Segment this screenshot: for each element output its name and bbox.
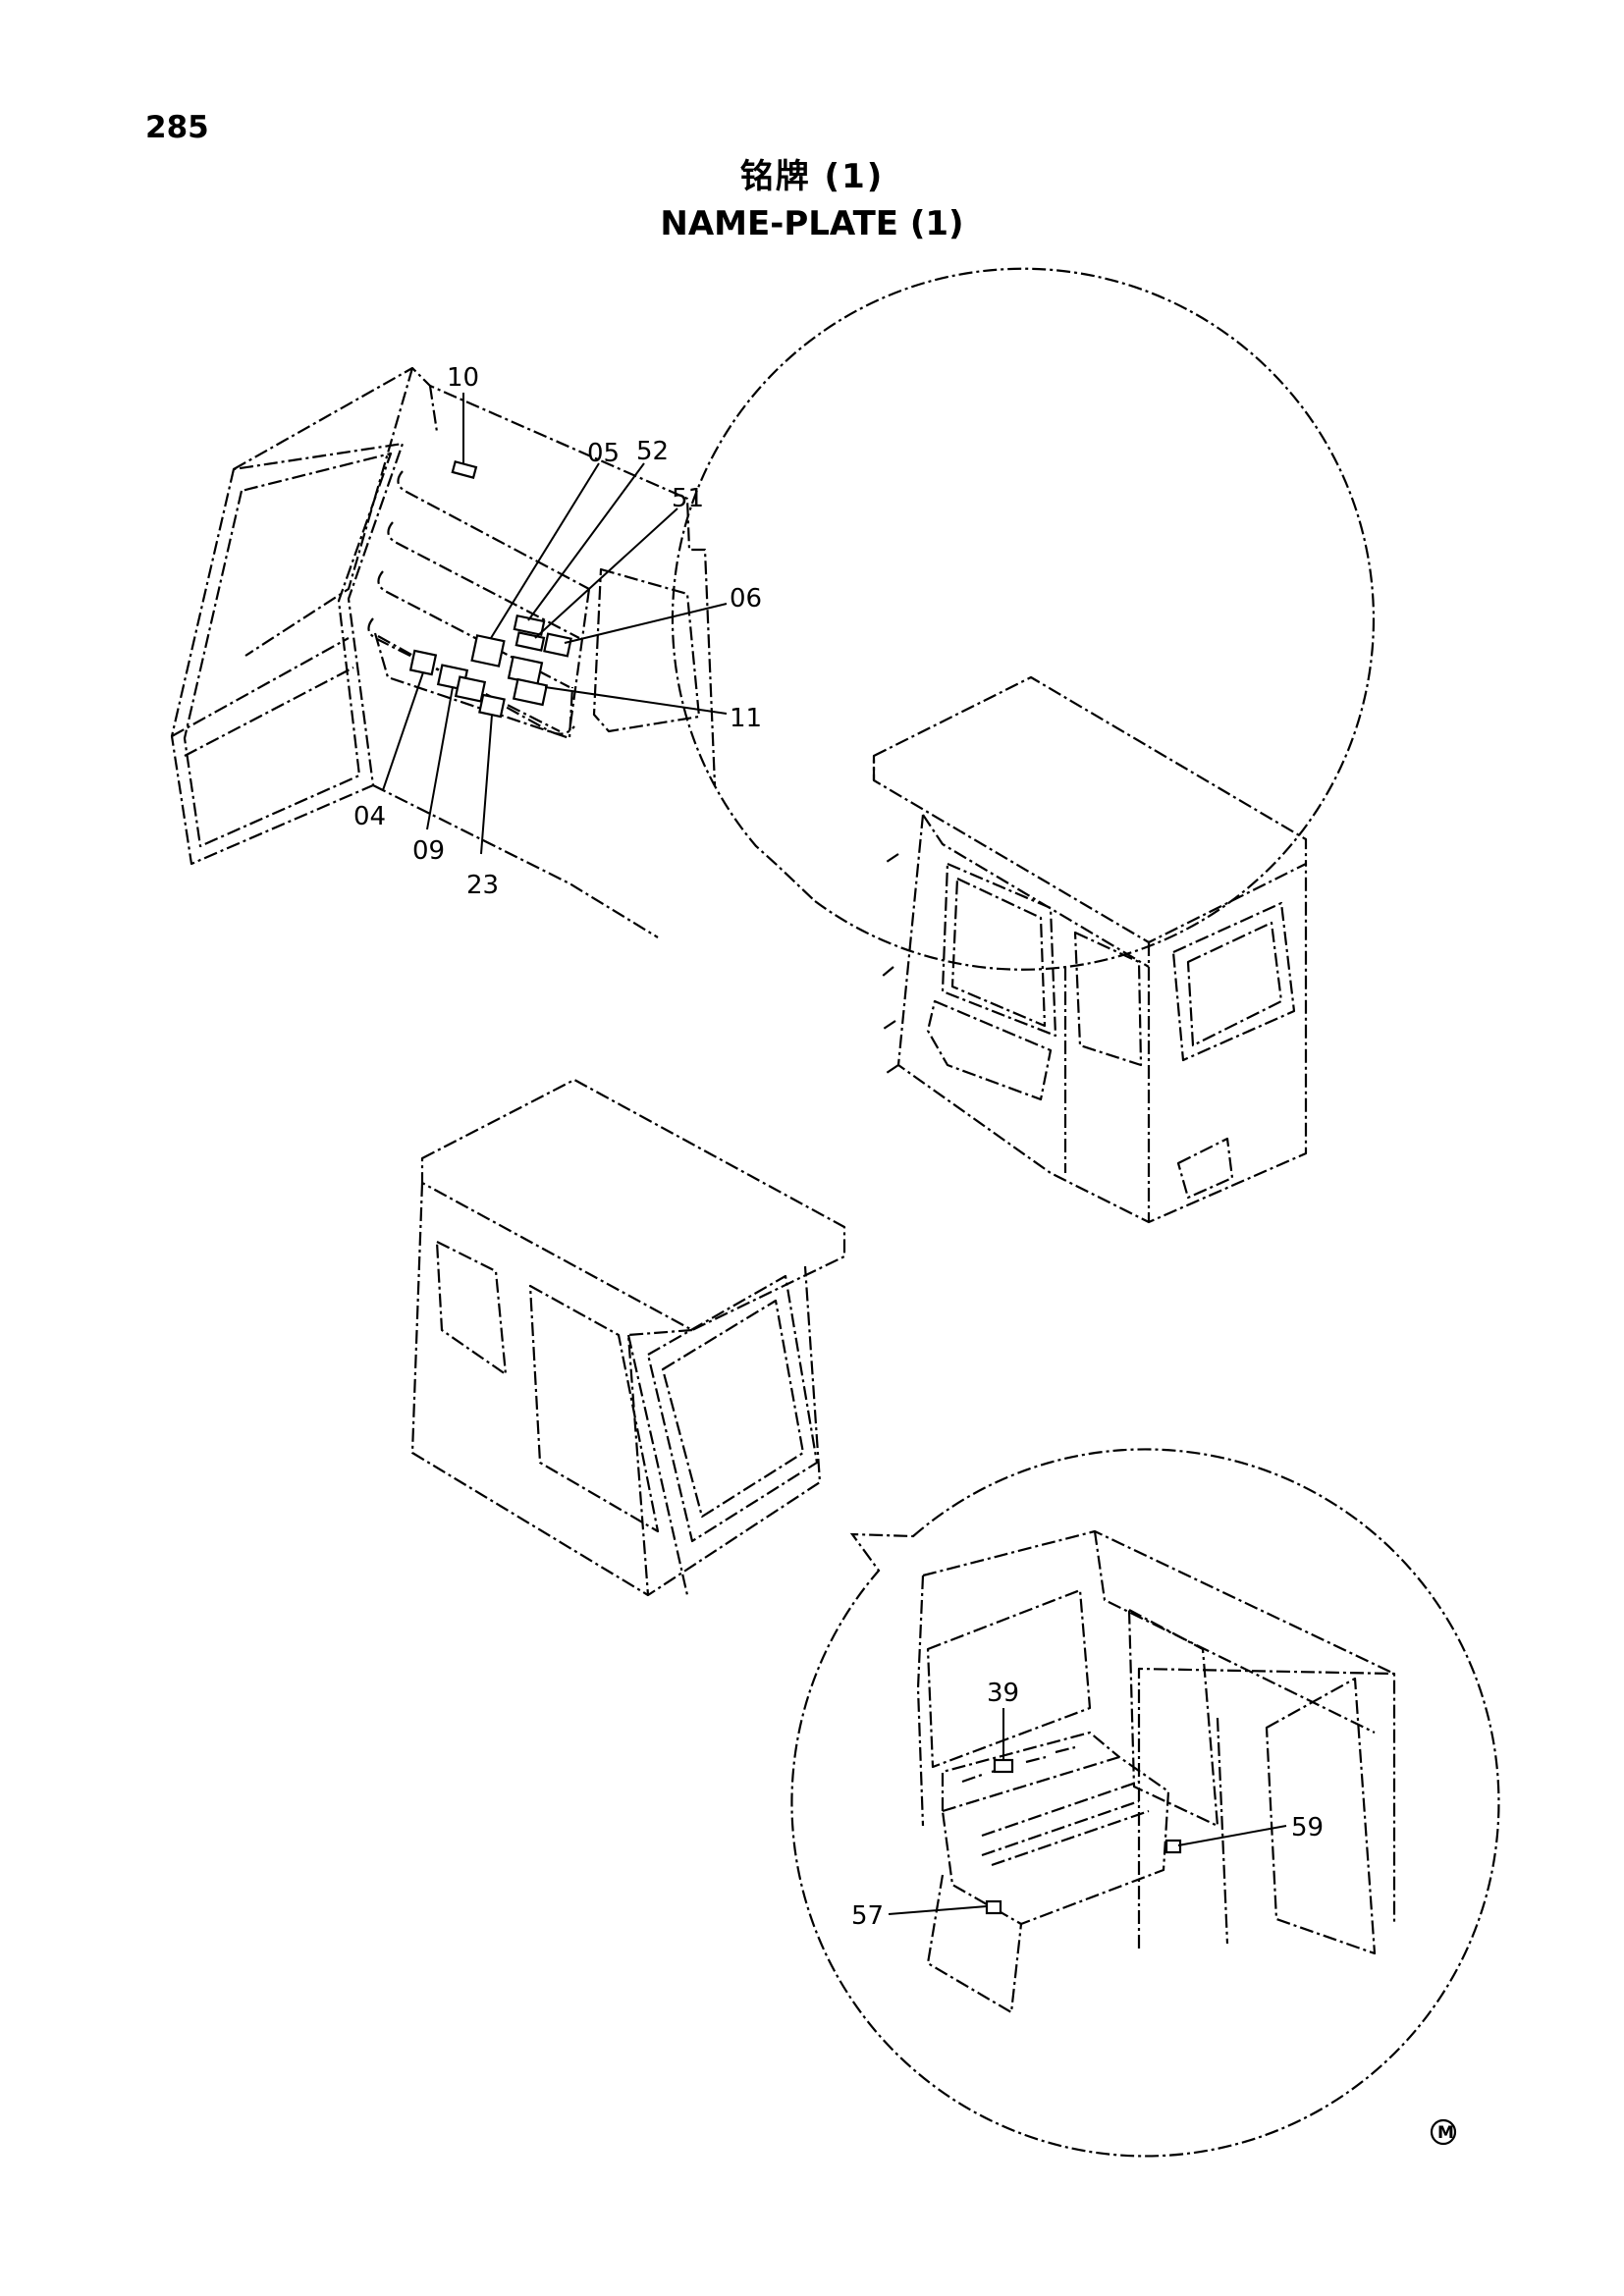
page-title-en: NAME-PLATE (1) [660,204,964,243]
svg-text:M: M [1437,2123,1454,2143]
callout-23: 23 [466,871,499,900]
plate-09-b [454,675,487,703]
page-title-cn: 铭牌 (1) [739,157,885,196]
callout-04: 04 [353,802,386,831]
m-mark: M [1430,2118,1457,2146]
callout-39: 39 [987,1679,1019,1708]
plate-39 [993,1758,1014,1774]
plate-57 [985,1899,1002,1915]
plate-04 [408,649,438,676]
callout-06: 06 [730,584,762,614]
callout-59: 59 [1291,1813,1324,1842]
detail-circle-upper: 10 05 52 51 06 11 04 09 23 [170,267,1376,971]
page-number: 285 [145,110,209,145]
plate-06 [543,632,572,658]
cab-front-view [410,1078,846,1597]
plate-11-b [512,677,549,707]
callout-09: 09 [412,836,445,866]
plate-59 [1164,1839,1182,1854]
callout-05: 05 [587,439,620,468]
callout-52: 52 [636,437,669,466]
detail-circle-lower: 39 59 57 [790,1448,1500,2158]
cab-rear-view [872,675,1308,1224]
callout-51: 51 [672,484,704,513]
callout-11: 11 [730,704,762,733]
callout-10: 10 [447,363,479,393]
plate-05 [470,634,506,667]
plate-10 [451,459,478,479]
plate-23 [478,693,506,719]
callout-57: 57 [851,1901,884,1931]
